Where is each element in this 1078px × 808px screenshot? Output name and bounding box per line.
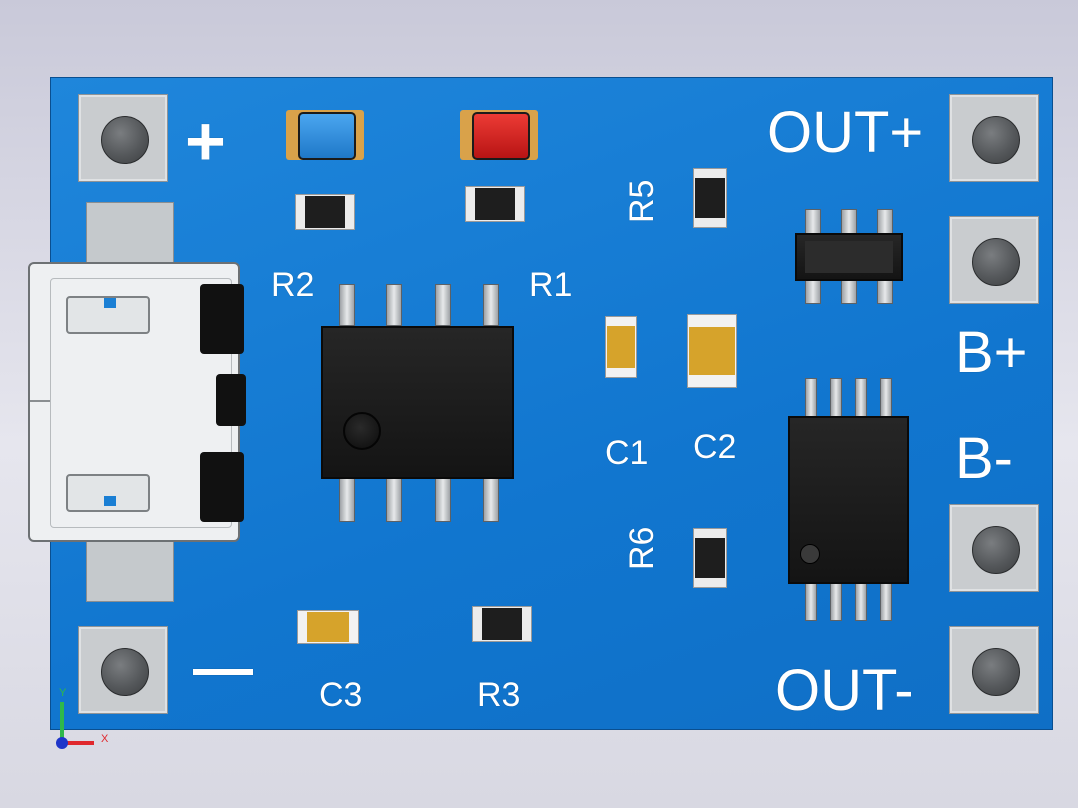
ic-pin: [386, 284, 402, 326]
pad-out-minus: [949, 626, 1039, 714]
capacitor-body: [307, 612, 349, 642]
ic-pin1-dot: [343, 412, 381, 450]
label-plus: +: [185, 102, 226, 180]
pcb-board: + — OUT+ OUT- B+ B- R2 R1 C1 C2 C3 R3 R5…: [50, 77, 1053, 730]
label-b-plus: B+: [955, 320, 1028, 385]
mosfet-chip: [795, 233, 903, 281]
ic-pin: [855, 581, 867, 621]
ic-pin: [805, 378, 817, 418]
ic-pin: [483, 284, 499, 326]
usb-solder-top: [200, 284, 244, 354]
pad-hole: [972, 526, 1020, 574]
resistor-body: [305, 196, 345, 228]
usb-latch-top: [66, 296, 150, 334]
led-lens: [298, 112, 356, 160]
led-blue: [286, 110, 364, 160]
resistor-r6: [693, 528, 727, 588]
label-c1: C1: [605, 434, 649, 472]
label-r6: R6: [623, 526, 661, 570]
ic-pin: [830, 378, 842, 418]
pad-b-minus: [949, 504, 1039, 592]
resistor-body: [695, 178, 725, 218]
label-r3: R3: [477, 676, 521, 714]
ic-pin: [880, 581, 892, 621]
pad-hole: [101, 116, 149, 164]
label-r2: R2: [271, 266, 315, 304]
ic-pin: [339, 476, 355, 522]
y-axis-arrow: [60, 702, 64, 742]
capacitor-c3: [297, 610, 359, 644]
label-minus: —: [193, 634, 253, 701]
usb-shell-seam: [30, 400, 50, 402]
resistor-body: [482, 608, 522, 640]
ic-pin: [483, 476, 499, 522]
resistor-r3: [472, 606, 532, 642]
capacitor-body: [607, 326, 635, 368]
ic-pin: [805, 581, 817, 621]
usb-solder-bottom: [200, 452, 244, 522]
pad-hole: [101, 648, 149, 696]
mosfet-pin: [805, 278, 821, 304]
usb-latch-bottom: [66, 474, 150, 512]
mosfet-pin: [877, 278, 893, 304]
ic-pin: [880, 378, 892, 418]
pad-hole: [972, 238, 1020, 286]
charger-ic: [321, 326, 514, 479]
ic-pin: [339, 284, 355, 326]
mosfet-pin: [877, 209, 893, 235]
pad-out-plus: [949, 94, 1039, 182]
label-c3: C3: [319, 676, 363, 714]
protection-ic: [788, 416, 909, 584]
label-r1: R1: [529, 266, 573, 304]
usb-latch-top-blue: [104, 298, 116, 308]
pad-b-plus: [949, 216, 1039, 304]
mosfet-marking: [805, 241, 893, 273]
pad-minus: [78, 626, 168, 714]
capacitor-c1: [605, 316, 637, 378]
capacitor-body: [689, 327, 735, 375]
pad-hole: [972, 648, 1020, 696]
mosfet-pin: [841, 278, 857, 304]
usb-solder-mid: [216, 374, 246, 426]
ic-pin: [855, 378, 867, 418]
usb-latch-bottom-blue: [104, 496, 116, 506]
ic-pin: [435, 476, 451, 522]
y-axis-label: Y: [59, 687, 67, 699]
micro-usb-connector: [28, 262, 246, 542]
mosfet-pin: [805, 209, 821, 235]
label-r5: R5: [623, 179, 661, 223]
x-axis-arrow: [62, 741, 94, 745]
ic-pin: [435, 284, 451, 326]
pad-plus: [78, 94, 168, 182]
resistor-body: [695, 538, 725, 578]
led-lens: [472, 112, 530, 160]
led-red: [460, 110, 538, 160]
usb-mount-tab-top: [86, 202, 174, 264]
origin-dot: [56, 737, 68, 749]
usb-mount-tab-bottom: [86, 540, 174, 602]
pad-hole: [972, 116, 1020, 164]
x-axis-label: X: [101, 733, 109, 745]
label-c2: C2: [693, 428, 737, 466]
resistor-r1: [465, 186, 525, 222]
resistor-body: [475, 188, 515, 220]
resistor-r5: [693, 168, 727, 228]
mosfet-pin: [841, 209, 857, 235]
ic-pin: [386, 476, 402, 522]
label-out-minus: OUT-: [775, 658, 914, 723]
resistor-r2: [295, 194, 355, 230]
label-out-plus: OUT+: [767, 100, 924, 165]
ic-pin1-dot: [800, 544, 820, 564]
label-b-minus: B-: [955, 426, 1013, 491]
ic-pin: [830, 581, 842, 621]
capacitor-c2: [687, 314, 737, 388]
